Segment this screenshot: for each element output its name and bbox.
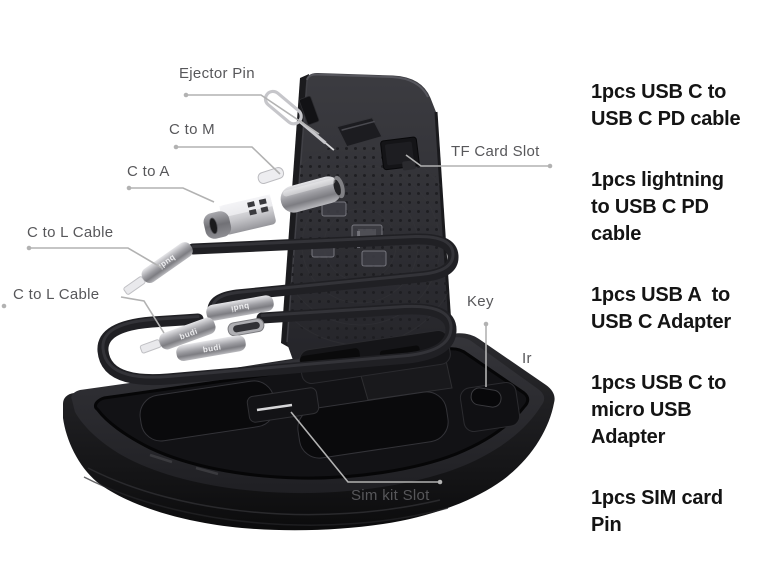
sim-kit-slot-leader-line (290, 411, 443, 485)
c-to-l-cable-1-label: C to L Cable (27, 224, 114, 241)
sim-kit-slot-label: Sim kit Slot (351, 487, 430, 504)
parts-list-item: 1pcs lightning to USB C PD cable (591, 169, 724, 245)
usb-c-plug (227, 318, 265, 337)
tf-card-slot (380, 136, 420, 171)
parts-list-item: 1pcs USB C to USB C PD cable (591, 81, 741, 130)
lightning-connector-2: budi (139, 317, 216, 354)
sim-kit-slot-marker (256, 403, 293, 412)
c-to-a-label: C to A (127, 163, 170, 180)
ejector-pin-label: Ejector Pin (179, 65, 255, 82)
brand-text: budi (202, 342, 222, 354)
parts-list: 1pcs USB C to USB C PD cable 1pcs lightn… (591, 79, 758, 561)
c-to-l-cable-2-label: C to L Cable (13, 286, 100, 303)
leader-lines (1, 92, 553, 485)
tf-card-slot-label: TF Card Slot (451, 143, 540, 160)
connector-4: budi (176, 335, 246, 362)
connector-2: budi (206, 295, 274, 321)
ir-label: Ir (522, 350, 532, 367)
c-to-l-cable-2-leader-line (1, 296, 165, 334)
storage-case (63, 329, 555, 531)
latch-clip (336, 117, 383, 148)
key-button (470, 387, 502, 408)
parts-list-item: 1pcs USB C to micro USB Adapter (591, 372, 727, 448)
lightning-connector-1: budi (123, 242, 193, 295)
key-label: Key (467, 293, 494, 310)
c-to-l-cables (97, 233, 459, 386)
c-to-m-label: C to M (169, 121, 215, 138)
parts-list-item: 1pcs USB A to USB C Adapter (591, 284, 732, 333)
parts-list-item: 1pcs SIM card Pin (591, 487, 723, 536)
pin-slot (299, 95, 320, 126)
brand-text: budi (230, 301, 250, 313)
c-to-m-leader-line (173, 144, 281, 175)
c-to-a-adapter (203, 194, 276, 239)
ejector-pin-leader-line (183, 92, 320, 135)
tf-card-slot-leader-line (405, 154, 553, 169)
c-to-a-leader-line (126, 185, 215, 203)
key-leader-line (483, 321, 489, 387)
c-to-l-cable-1-leader-line (26, 245, 163, 269)
